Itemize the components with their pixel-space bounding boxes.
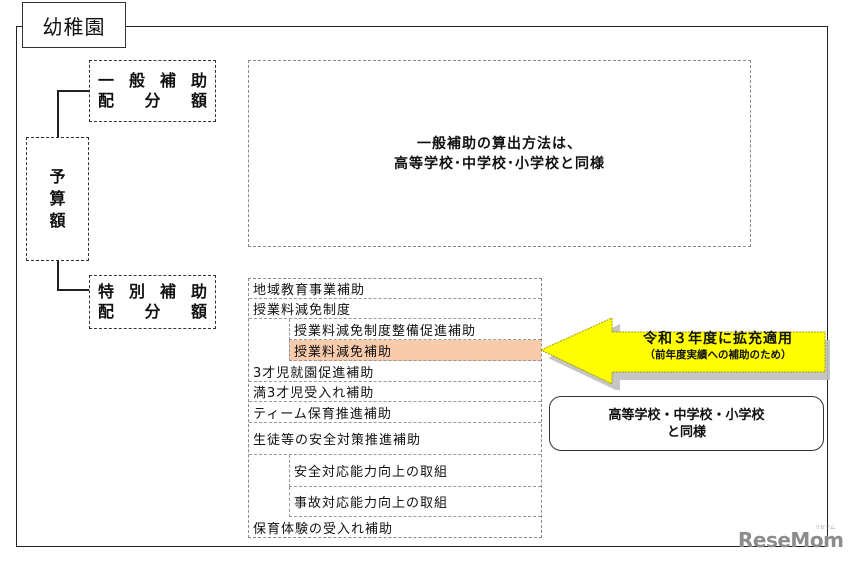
list-item-label: ティーム保育推進補助 (253, 406, 392, 422)
char: 別 (128, 282, 145, 301)
char: 額 (190, 91, 207, 110)
list-item: 地域教育事業補助 (249, 279, 541, 299)
char: 補 (159, 71, 176, 90)
general-description-line1: 一般補助の算出方法は、 (417, 135, 582, 152)
same-as-line1: 高等学校・中学校・小学校 (608, 407, 765, 423)
list-item: 満3才児受入れ補助 (249, 382, 541, 402)
list-item-label: 3才児就園促進補助 (253, 365, 375, 381)
list-item-label: 生徒等の安全対策推進補助 (253, 433, 422, 448)
list-item-label: 満3才児受入れ補助 (253, 386, 375, 401)
callout-main: 令和３年度に拡充適用 (643, 331, 793, 347)
resemom-logo-ruby: リセマム (815, 525, 836, 531)
special-subsidy-line1: 特 別 補 助 (98, 282, 207, 302)
callout-arrow: 令和３年度に拡充適用 （前年度実績への補助のため） (538, 314, 834, 392)
char: 般 (128, 71, 145, 90)
list-item-label: 安全対応能力向上の取組 (294, 465, 449, 480)
list-subitem: 事故対応能力向上の取組 (289, 487, 541, 517)
list-item: 保育体験の受入れ補助 (249, 517, 541, 538)
char: 配 (98, 91, 115, 110)
callout-sub: （前年度実績への補助のため） (644, 349, 792, 361)
list-item: 生徒等の安全対策推進補助 (249, 423, 541, 455)
list-subitem: 授業料減免制度整備促進補助 (289, 319, 541, 340)
same-as-schools-box: 高等学校・中学校・小学校 と同様 (549, 396, 824, 451)
left-arrow-icon (539, 317, 830, 392)
char: 分 (144, 302, 161, 321)
same-as-line2: と同様 (666, 424, 706, 440)
callout-text: 令和３年度に拡充適用 （前年度実績への補助のため） (618, 330, 818, 362)
list-item-label: 保育体験の受入れ補助 (253, 522, 394, 537)
char: 助 (190, 71, 207, 90)
kindergarten-frame (16, 26, 828, 547)
list-item-label: 地域教育事業補助 (253, 283, 366, 298)
connector-horizontal-top (57, 90, 90, 92)
list-subitem: 安全対応能力向上の取組 (289, 455, 541, 487)
list-item: ティーム保育推進補助 (249, 402, 541, 423)
char: 補 (159, 282, 176, 301)
connector-vertical-bottom (57, 260, 59, 291)
budget-box: 予 算 額 (26, 137, 89, 261)
list-item: 授業料減免制度 (249, 299, 541, 319)
char: 助 (190, 282, 207, 301)
special-items-list: 地域教育事業補助 授業料減免制度 授業料減免制度整備促進補助 授業料減免補助 3… (248, 278, 542, 538)
list-item-label: 授業料減免制度 (253, 303, 352, 318)
general-subsidy-box: 一 般 補 助 配 分 額 (89, 60, 216, 122)
section-title: 幼稚園 (22, 2, 126, 48)
budget-char: 額 (49, 211, 66, 230)
list-item-label: 授業料減免補助 (294, 344, 393, 360)
general-description-box: 一般補助の算出方法は、 高等学校･中学校･小学校と同様 (248, 60, 751, 247)
special-subsidy-box: 特 別 補 助 配 分 額 (89, 275, 216, 329)
char: 分 (144, 91, 161, 110)
general-subsidy-line2: 配 分 額 (98, 91, 207, 111)
general-description-line2: 高等学校･中学校･小学校と同様 (394, 155, 605, 172)
budget-label: 予 算 額 (49, 166, 65, 232)
list-item-label: 事故対応能力向上の取組 (294, 496, 449, 511)
budget-char: 予 (49, 167, 66, 186)
char: 額 (190, 302, 207, 321)
special-subsidy-line2: 配 分 額 (98, 302, 207, 322)
char: 一 (98, 71, 115, 90)
connector-vertical-top (57, 90, 59, 138)
general-subsidy-line1: 一 般 補 助 (98, 71, 207, 91)
list-subitem-highlighted: 授業料減免補助 (289, 340, 541, 361)
list-item-label: 授業料減免制度整備促進補助 (294, 323, 477, 339)
resemom-logo: ReseMom (738, 528, 844, 552)
connector-horizontal-bottom (57, 289, 90, 291)
list-item: 3才児就園促進補助 (249, 361, 541, 382)
budget-char: 算 (49, 189, 66, 208)
char: 特 (98, 282, 115, 301)
char: 配 (98, 302, 115, 321)
